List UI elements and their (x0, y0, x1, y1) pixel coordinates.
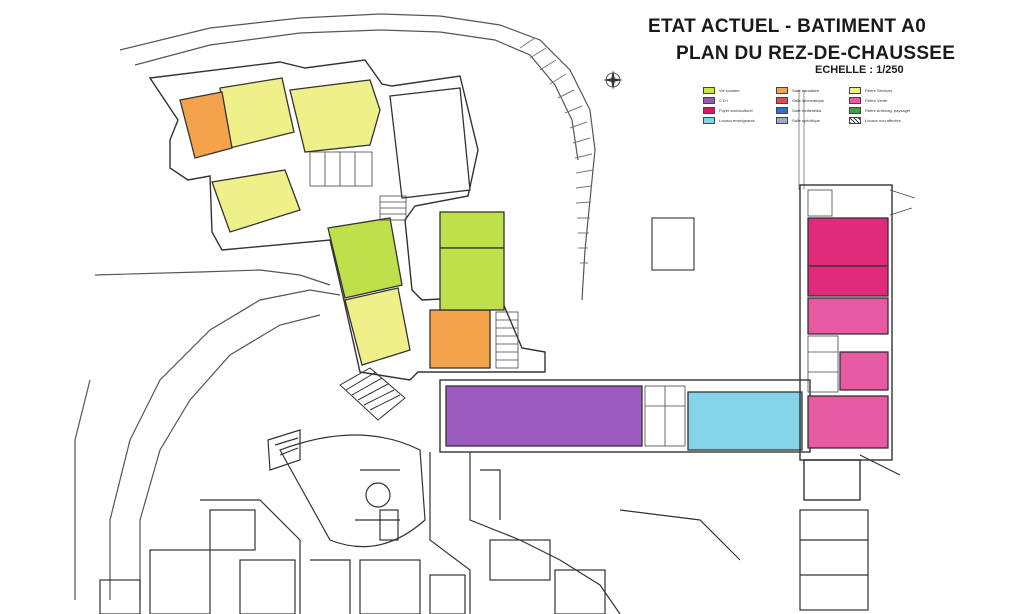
vie-scolaire-rooms (327, 211, 505, 311)
legend-item: Salle multimédia (776, 105, 821, 115)
banalisee-rooms (179, 91, 491, 369)
room-unassigned-west (389, 87, 471, 199)
room-vente-2 (807, 297, 889, 335)
legend-label: Filière Vente (865, 97, 888, 103)
legend-swatch (849, 86, 861, 94)
corridor-toilets (644, 385, 686, 447)
room-services-3 (211, 169, 301, 233)
legend-swatch (703, 96, 715, 104)
legend-swatch (776, 106, 788, 114)
legend-item: C D I (703, 95, 728, 105)
legend-label: Salle spécifique (792, 117, 821, 123)
room-vie-scolaire-2 (439, 211, 505, 249)
room-cdi (445, 385, 643, 447)
legend: Vie scolaire Salle banalisée Filière Servi… (703, 85, 910, 129)
legend-item: Salle banalisée (776, 85, 819, 95)
legend-label: C D I (719, 97, 729, 103)
legend-label: Salle informatique (792, 97, 825, 103)
legend-swatch (703, 86, 715, 94)
site-outlines (74, 13, 596, 600)
room-vente-4 (807, 395, 889, 449)
legend-swatch (849, 106, 861, 114)
east-wing (799, 184, 893, 501)
legend-swatch (776, 86, 788, 94)
south-east-buildings (799, 454, 901, 611)
legend-swatch (703, 106, 715, 114)
west-wing (148, 59, 546, 381)
legend-item: Vie scolaire (703, 85, 740, 95)
utility-lines (798, 90, 805, 190)
legend-swatch (703, 116, 715, 124)
room-services-2 (289, 79, 381, 153)
compass-rose-icon (603, 70, 623, 90)
room-foyer (807, 217, 889, 267)
legend-label: Locaux enseignants (719, 117, 755, 123)
legend-label: Filière Aménag. paysager (865, 107, 911, 113)
east-wing-details (807, 189, 916, 393)
legend-label: Locaux non affectés (865, 117, 901, 123)
legend-label: Salle multimédia (792, 107, 822, 113)
plan-subtitle: PLAN DU REZ-DE-CHAUSSEE (676, 43, 956, 64)
plan-title: ETAT ACTUEL - BATIMENT A0 (648, 16, 927, 37)
legend-item: Filière Aménag. paysager (849, 105, 910, 115)
legend-item: Salle spécifique (776, 115, 820, 125)
legend-swatch (776, 116, 788, 124)
vente-rooms (807, 217, 889, 449)
room-banalisee-1 (179, 91, 233, 159)
boundary-hatch (519, 37, 594, 264)
legend-item: Filière Services (849, 85, 892, 95)
room-vie-scolaire-3 (439, 247, 505, 311)
services-rooms (211, 77, 411, 366)
room-locaux-enseignants (687, 391, 803, 451)
sanitary-block (309, 151, 519, 369)
legend-swatch (849, 96, 861, 104)
legend-item: Filière Vente (849, 95, 887, 105)
legend-swatch (849, 116, 861, 124)
room-vente-3 (839, 351, 889, 391)
legend-label: Salle banalisée (792, 87, 820, 93)
legend-swatch (776, 96, 788, 104)
legend-label: Filière Services (865, 87, 893, 93)
legend-item: Salle informatique (776, 95, 824, 105)
room-banalisee-2 (429, 309, 491, 369)
legend-item: Locaux enseignants (703, 115, 755, 125)
room-vente-1 (807, 265, 889, 297)
legend-label: Foyer socioculturel (719, 107, 753, 113)
room-vie-scolaire-1 (327, 217, 403, 299)
legend-item: Foyer socioculturel (703, 105, 753, 115)
room-services-4 (344, 287, 411, 366)
south-complex (99, 429, 741, 614)
room-services-1 (219, 77, 295, 149)
legend-item: Locaux non affectés (849, 115, 901, 125)
exterior-stairs (339, 367, 406, 421)
courtyard-square (651, 217, 695, 271)
legend-label: Vie scolaire (719, 87, 740, 93)
plan-scale: ECHELLE : 1/250 (815, 64, 904, 76)
